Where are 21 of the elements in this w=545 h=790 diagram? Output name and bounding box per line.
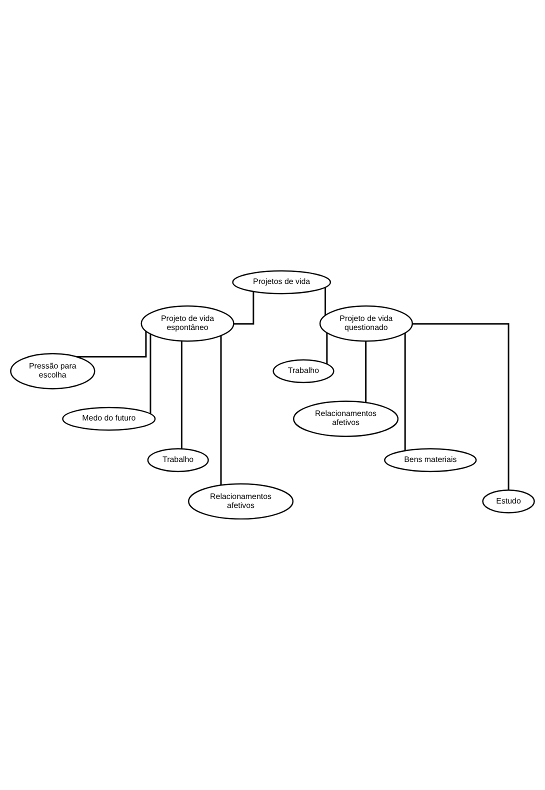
connector bbox=[234, 292, 254, 325]
connector bbox=[150, 334, 152, 414]
node-ellipse: Relacionamentos afetivos bbox=[188, 483, 294, 520]
node-ellipse: Projeto de vida questionado bbox=[319, 305, 413, 342]
connector bbox=[220, 336, 222, 486]
node-ellipse: Estudo bbox=[482, 489, 535, 514]
connector bbox=[180, 341, 182, 449]
node-ellipse: Projetos de vida bbox=[232, 270, 332, 294]
connector bbox=[412, 323, 510, 490]
node-ellipse: Trabalho bbox=[272, 359, 334, 384]
connector bbox=[76, 331, 147, 358]
node-ellipse: Relacionamentos afetivos bbox=[293, 400, 399, 437]
node-ellipse: Pressão para escolha bbox=[10, 353, 96, 390]
connector bbox=[404, 333, 406, 451]
node-ellipse: Bens materiais bbox=[384, 448, 477, 472]
node-ellipse: Projeto de vida espontâneo bbox=[140, 305, 234, 342]
connector bbox=[326, 332, 328, 364]
connector bbox=[365, 341, 367, 402]
node-ellipse: Medo do futuro bbox=[62, 406, 156, 431]
node-ellipse: Trabalho bbox=[147, 448, 209, 472]
connector bbox=[324, 287, 326, 316]
